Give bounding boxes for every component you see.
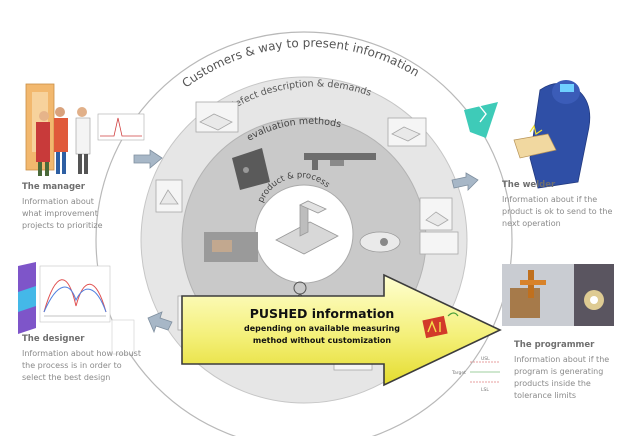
designer-illustration: [18, 262, 135, 355]
designer-description: Information about how robust the process…: [22, 348, 182, 384]
programmer-title: The programmer: [514, 340, 595, 350]
measuring-method-thumbnails: [204, 148, 401, 301]
measuring-hand-photo: [204, 232, 258, 262]
lsl-label: LSL: [481, 387, 489, 393]
designer-desc-line-1: Information about how robust: [22, 349, 141, 358]
usl-label: USL: [481, 356, 490, 362]
welder-title: The welder: [502, 180, 556, 190]
manager-desc-line-3: projects to prioritize: [22, 221, 103, 230]
welded-part-illustration: [275, 200, 339, 255]
pushed-information-arrow: [181, 273, 502, 387]
manager-desc-line-2: what improvement: [22, 209, 98, 218]
designer-title: The designer: [22, 334, 85, 344]
probe-sketch: [359, 231, 401, 253]
arrow-to-designer-icon: [147, 311, 173, 334]
welder-desc-line-3: next operation: [502, 219, 561, 228]
target-label: Target: [451, 370, 466, 376]
welder-illustration: [464, 80, 591, 189]
designer-desc-line-3: select the best design: [22, 373, 111, 382]
programmer-description: Information about if the program is gene…: [514, 354, 616, 402]
manager-description: Information about what improvement proje…: [22, 196, 152, 232]
designer-sketch-thumbnail: [111, 319, 135, 355]
welder-description: Information about if the product is ok t…: [502, 194, 616, 230]
welder-desc-line-2: product is ok to send to the: [502, 207, 613, 216]
welder-desc-line-1: Information about if the: [502, 195, 598, 204]
arrow-to-welder-icon: [451, 172, 479, 191]
caliper-photo: [304, 153, 376, 170]
manager-illustration: [25, 83, 145, 176]
arrow-title: PUSHED information: [249, 306, 395, 321]
arrow-subtitle-line-1: depending on available measuring: [244, 324, 400, 333]
designer-desc-line-2: the process is in order to: [22, 361, 122, 370]
software-logo-icon: [422, 312, 459, 339]
programmer-illustration: USL Target LSL: [451, 264, 614, 393]
manager-title: The manager: [22, 182, 85, 192]
pointer-arrows: [133, 149, 479, 334]
programmer-desc-line-2: program is generating: [514, 367, 604, 376]
tolerance-chart: USL Target LSL: [451, 356, 500, 393]
arrow-subtitle-line-2: method without customization: [252, 336, 392, 345]
programmer-desc-line-1: Information about if the: [514, 355, 610, 364]
programmer-desc-line-4: tolerance limits: [514, 391, 577, 400]
programmer-desc-line-3: products inside the: [514, 379, 591, 388]
gauge-block-photo: [232, 148, 270, 190]
manager-desc-line-1: Information about: [22, 197, 94, 206]
designer-chart-thumbnail: [39, 265, 111, 323]
defect-sketch-5: [419, 231, 459, 255]
arrow-to-manager-icon: [133, 149, 163, 169]
